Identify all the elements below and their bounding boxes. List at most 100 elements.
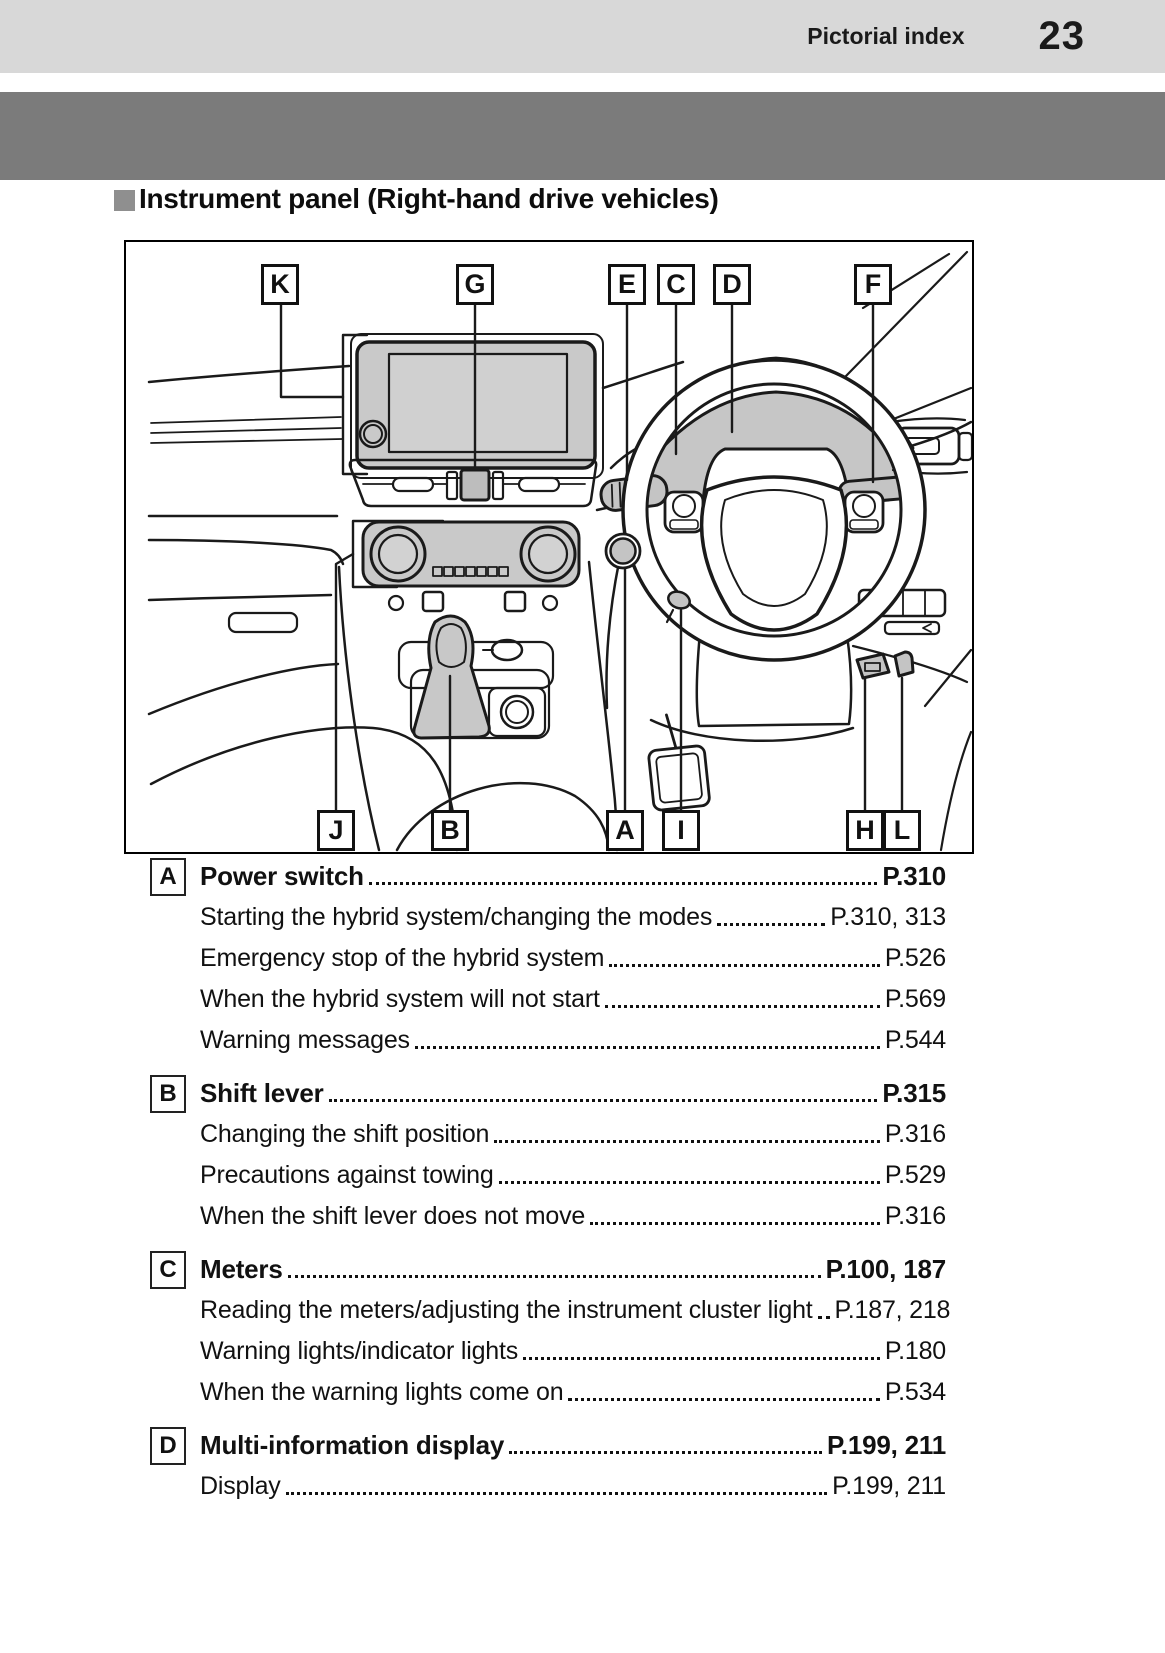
chapter-banner	[0, 92, 1165, 180]
pictorial-index-list: A Power switch P.310 Starting the hybrid…	[150, 856, 950, 1507]
dot-leader	[285, 1492, 828, 1495]
console-left-edge	[337, 565, 381, 852]
callout-label-f: F	[854, 264, 892, 305]
switch-h-target	[855, 652, 891, 680]
instrument-panel-figure: K G E C D F J B A I H L	[124, 240, 974, 854]
floor-curve	[149, 726, 459, 852]
dashboard-illustration	[147, 250, 972, 852]
dot-leader	[328, 1099, 878, 1102]
dot-leader	[590, 1222, 880, 1225]
index-subrow: Warning messages P.544	[150, 1020, 946, 1061]
dot-leader	[523, 1357, 880, 1360]
brake-pedal	[647, 713, 711, 812]
dot-leader	[287, 1275, 821, 1278]
section-title: Instrument panel (Right-hand drive vehic…	[139, 183, 719, 214]
dot-leader	[498, 1181, 880, 1184]
dot-leader	[604, 1005, 880, 1008]
page-ref: P.187, 218	[834, 1296, 951, 1324]
subitem-label: Reading the meters/adjusting the instrum…	[200, 1296, 813, 1324]
page-ref: P.529	[884, 1161, 946, 1189]
section-title-row: Instrument panel (Right-hand drive vehic…	[114, 183, 719, 215]
subitem-label: When the hybrid system will not start	[200, 985, 600, 1013]
section-title-text: Multi-information display	[200, 1430, 505, 1460]
index-subrow: When the hybrid system will not start P.…	[150, 979, 946, 1020]
callout-label-c: C	[657, 264, 695, 305]
callout-label-d: D	[713, 264, 751, 305]
climate-control-panel	[361, 520, 581, 613]
dash-tray	[227, 611, 299, 634]
section-letter-box: C	[150, 1250, 186, 1289]
callout-label-k: K	[261, 264, 299, 305]
subitem-label: When the warning lights come on	[200, 1378, 564, 1406]
shift-lever	[412, 614, 491, 740]
armrest-curve	[395, 781, 611, 852]
subitem-label: Warning messages	[200, 1026, 410, 1054]
index-subrow: Emergency stop of the hybrid system P.52…	[150, 938, 946, 979]
center-vents	[348, 458, 598, 508]
section-title-text: Meters	[200, 1254, 283, 1284]
dot-leader	[368, 882, 878, 885]
dot-leader	[568, 1398, 880, 1401]
callout-label-e: E	[608, 264, 646, 305]
subitem-label: Changing the shift position	[200, 1120, 490, 1148]
section-letter-box: B	[150, 1074, 186, 1113]
switch-l-target	[893, 650, 915, 678]
page-ref: P.316	[884, 1202, 946, 1230]
dot-leader	[717, 923, 826, 926]
aux-box-target	[459, 468, 491, 502]
section-title-text: Power switch	[200, 861, 364, 891]
dot-leader	[414, 1046, 880, 1049]
page-ref: P.316	[884, 1120, 946, 1148]
dot-leader	[494, 1140, 880, 1143]
index-row: B Shift lever P.315	[150, 1073, 946, 1114]
display-screen	[387, 352, 569, 454]
index-subrow: Display P.199, 211	[150, 1466, 946, 1507]
index-subrow: When the warning lights come on P.534	[150, 1372, 946, 1413]
callout-label-h: H	[846, 810, 884, 851]
page-header-bar: Pictorial index 23	[0, 0, 1165, 73]
cupholder	[487, 686, 547, 738]
callout-label-g: G	[456, 264, 494, 305]
page-ref: P.180	[884, 1337, 946, 1365]
page-number: 23	[1038, 14, 1085, 58]
subitem-label: Emergency stop of the hybrid system	[200, 944, 605, 972]
page-ref: P.100, 187	[825, 1254, 947, 1284]
shift-lever-area	[397, 614, 555, 740]
callout-label-l: L	[883, 810, 921, 851]
index-row: D Multi-information display P.199, 211	[150, 1425, 946, 1466]
page-ref: P.569	[884, 985, 946, 1013]
index-subrow: Warning lights/indicator lights P.180	[150, 1331, 946, 1372]
subitem-label: When the shift lever does not move	[200, 1202, 586, 1230]
square-bullet-icon	[114, 189, 135, 211]
steering-wheel	[621, 358, 927, 662]
index-subrow: Changing the shift position P.316	[150, 1114, 946, 1155]
callout-label-j: J	[317, 810, 355, 851]
section-letter-box: A	[150, 857, 186, 896]
page-ref: P.526	[884, 944, 946, 972]
subitem-label: Precautions against towing	[200, 1161, 494, 1189]
index-subrow: Starting the hybrid system/changing the …	[150, 897, 946, 938]
callout-label-i: I	[662, 810, 700, 851]
index-section-b: B Shift lever P.315 Changing the shift p…	[150, 1073, 946, 1237]
subitem-label: Display	[200, 1472, 281, 1500]
dot-leader	[609, 964, 880, 967]
page-ref: P.315	[882, 1078, 946, 1108]
index-subrow: When the shift lever does not move P.316	[150, 1196, 946, 1237]
section-letter-box: D	[150, 1426, 186, 1465]
dash-top-line	[147, 364, 351, 384]
index-section-a: A Power switch P.310 Starting the hybrid…	[150, 856, 946, 1061]
callout-leader-lines	[279, 302, 904, 814]
callout-label-a: A	[606, 810, 644, 851]
page-ref: P.310	[882, 861, 946, 891]
index-section-c: C Meters P.100, 187 Reading the meters/a…	[150, 1249, 950, 1413]
header-section-label: Pictorial index	[807, 23, 965, 49]
airbag-pad	[699, 475, 849, 632]
dot-leader	[509, 1451, 822, 1454]
section-title-text: Shift lever	[200, 1078, 324, 1108]
subitem-label: Starting the hybrid system/changing the …	[200, 903, 713, 931]
left-vent-slats	[150, 416, 343, 444]
dot-leader	[817, 1316, 830, 1319]
index-section-d: D Multi-information display P.199, 211 D…	[150, 1425, 946, 1507]
index-row: C Meters P.100, 187	[150, 1249, 946, 1290]
index-row: A Power switch P.310	[150, 856, 946, 897]
